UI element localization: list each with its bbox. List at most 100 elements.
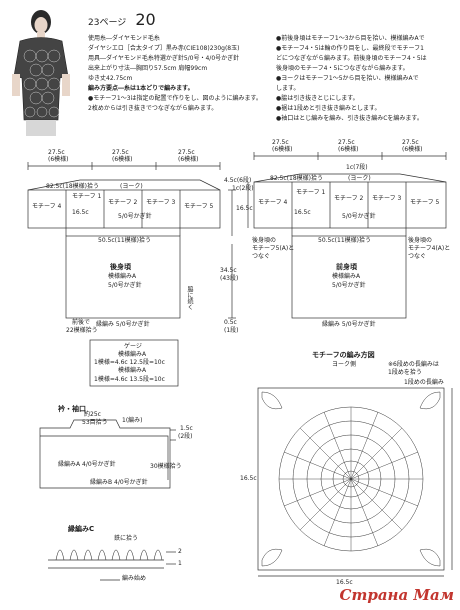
page-header: 23ページ 20 [88,10,156,29]
motif-right-tag: 1段めの長編み [404,379,444,386]
gauge-title: ゲージ [124,343,142,350]
front-width-3: 27.5c [402,139,419,146]
front-sub-1: (6模様) [272,146,293,153]
front-yoke-line: 82.5c(18模様)拾う [270,175,323,182]
materials-line-6: 編み方要点―糸は1本どりで編みます。 [88,85,194,92]
edge-top: 鉄に拾う [114,535,139,542]
gauge-pattern: 模様編みA [118,351,147,358]
back-side-label: 脇に続く [186,286,193,310]
front-sub-2: (6模様) [338,146,359,153]
sleeve-top-left: 約25c [84,411,101,418]
edge-row-1: 1 [178,560,182,567]
front-motif-1: モチーフ 1 [296,189,326,196]
back-hook-a: 5/0号かぎ針 [118,213,152,220]
front-sub-3: (6模様) [402,146,423,153]
instruction-line-7: ●脇は引き抜きとじにします。 [276,95,359,102]
instruction-line-8: ●裾は1段めと引き抜き編みとします。 [276,105,381,112]
materials-line-7: ●モチーフ1〜3は指定の配置で作りをし、図のように編みます。 [88,95,262,102]
front-width-1: 27.5c [272,139,289,146]
instruction-line-4: 後身頃のモチーフ4・5につなぎながら編みます。 [276,65,409,72]
model-photo [8,8,74,136]
back-height-sub: (43段) [220,275,239,282]
sleeve-title: 衿・袖口 [58,405,86,413]
gauge-pattern-2: 模様編みA [118,367,147,374]
instruction-line-3: どにつなぎながら編みます。前後身頃のモチーフ4・5は [276,55,427,62]
back-sub-1: (6模様) [48,156,69,163]
materials-line-1: 使用糸―ダイヤモンド毛糸 [88,35,160,42]
instruction-line-1: ●前後身頃はモチーフ1〜3から目を拾い、模様編みAで [276,35,425,42]
front-note-left-3: つなぐ [252,253,271,260]
front-hook-a: 5/0号かぎ針 [342,213,376,220]
gauge-row-2: 1模様=4.6c 13.5段=10c [94,376,165,383]
motif-width: 16.5c [336,579,353,586]
instruction-line-2: ●モチーフ4・5は輪の作り目をし、最終段でモチーフ1 [276,45,424,52]
motif-title: モチーフの編み方図 [312,351,375,359]
back-width-1: 27.5c [48,149,65,156]
motif-note-2: 1段めを拾う [388,369,422,376]
materials-line-5: ゆき丈42.75cm [88,75,133,82]
back-side-depth: 16.5c [236,205,253,212]
sleeve-right: 1.5c [180,425,193,432]
materials-block: 使用糸―ダイヤモンド毛糸 ダイヤシエロ［合太タイプ］黒み赤(CIE108)230… [88,35,262,112]
pattern-number: 20 [135,10,156,29]
front-pattern: 模様編みA [332,273,361,280]
back-sub-2: (6模様) [112,156,133,163]
front-width-2: 27.5c [338,139,355,146]
back-cuff: 0.5c [224,319,237,326]
front-motif-3: モチーフ 3 [372,195,402,202]
edge-title: 縁編みC [68,525,95,533]
front-note-left-2: モチーフ5(A)と [252,245,295,252]
front-motif-5: モチーフ 5 [410,199,440,206]
motif-height: 16.5c [240,475,257,482]
front-center-label: 50.5c(11模様)拾う [318,237,371,244]
back-height: 34.5c [220,267,237,274]
front-top: 1c(7段) [346,164,368,171]
gauge-row-1: 1模様=4.6c 12.5段=10c [94,359,165,366]
back-pattern: 模様編みA [108,273,137,280]
back-hem-note-2: 22模様拾う [66,327,98,334]
materials-line-3: 用具―ダイヤモンド毛糸特選かぎ針5/0号・4/0号かぎ針 [88,55,240,62]
motif-sub: ヨーク側 [332,361,357,368]
front-motif-2: モチーフ 2 [334,195,364,202]
back-center-label: 50.5c(11模様)拾う [98,237,151,244]
front-hook: 5/0号かぎ針 [332,282,366,289]
edge-row-2: 2 [178,548,182,555]
materials-line-2: ダイヤシエロ［合太タイプ］黒み赤(CIE108)230g(8玉) [88,45,240,52]
back-hem-note-1: 前後で [72,319,91,326]
sleeve-bottom: 縁編みB 4/0号かぎ針 [90,479,148,486]
front-note-right-3: つなぐ [408,253,427,260]
sleeve-right-sub: (2段) [178,433,193,440]
back-hem: 縁編み 5/0号かぎ針 [96,321,150,328]
sleeve-top-mid: 53目拾う [82,419,108,426]
watermark: Страна Мам [339,586,454,604]
back-yoke-label: (ヨーク) [120,183,143,190]
back-shoulder: 4.5c(6段) [224,177,252,184]
materials-line-4: 出来上がり寸法―胸回り57.5cm 肩幅99cm [88,65,208,72]
materials-line-8: 2枚めからは引き抜きでつなぎながら編みます。 [88,105,218,112]
motif-note: ※6段めの長編みは [388,361,439,368]
front-title: 前身頃 [336,263,357,271]
back-motif-1: モチーフ 1 [72,193,102,200]
sleeve-start: 1(編み) [122,417,143,424]
back-motif-3: モチーフ 3 [146,199,176,206]
back-cuff-sub: (1段) [224,327,239,334]
back-sub-3: (6模様) [178,156,199,163]
instruction-line-6: します。 [276,85,300,92]
back-width-2: 27.5c [112,149,129,156]
sleeve-body: 縁編みA 4/0号かぎ針 [58,461,116,468]
back-width-3: 27.5c [178,149,195,156]
back-depth: 16.5c [72,209,89,216]
back-title: 後身頃 [110,263,131,271]
front-note-right-1: 後身頃の [408,237,433,244]
back-hook: 5/0号かぎ針 [108,282,142,289]
back-shoulder-sub: 1c(2段) [232,185,254,192]
front-motif-4: モチーフ 4 [258,199,288,206]
front-note-left-1: 後身頃の [252,237,277,244]
edge-start: 編み始め [122,575,147,582]
instruction-line-5: ●ヨークはモチーフ1〜5から目を拾い、模様編みAで [276,75,419,82]
back-yoke-line: 82.5c(18模様)拾う [46,183,99,190]
back-motif-5: モチーフ 5 [184,203,214,210]
sleeve-side: 30模様拾う [150,463,182,470]
instruction-line-9: ●袖口はとじ編みを編み、引き抜き編みCを編みます。 [276,115,423,122]
